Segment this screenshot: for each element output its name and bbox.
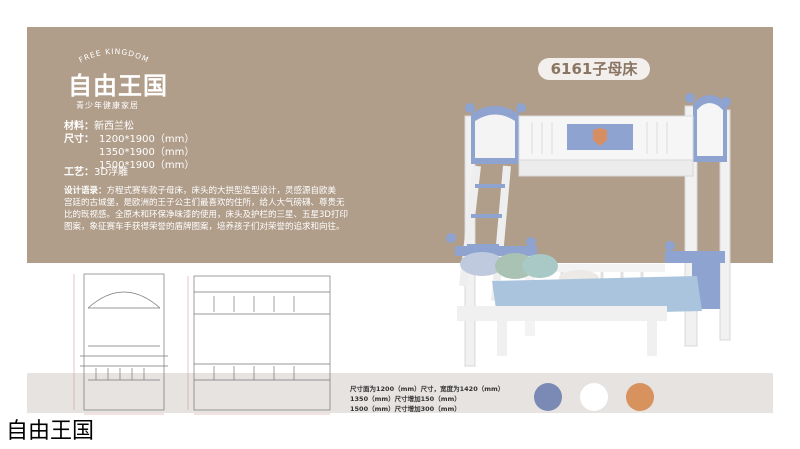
- color-swatch-orange: [626, 383, 654, 411]
- size-3: 1500*1900（mm）: [99, 160, 195, 171]
- craft-row: 工艺：3D浮雕: [64, 166, 128, 179]
- size-1: 1200*1900（mm）: [99, 134, 195, 145]
- page-caption: 自由王国: [6, 419, 95, 444]
- brand-logo: FREE KINGDOM 自由王国 青少年健康家居: [64, 44, 167, 114]
- bunk-bed-image: [446, 93, 731, 367]
- technical-drawings: [73, 273, 331, 415]
- design-line-2: 宫廷的古城堡，是欧洲的王子公主们最喜欢的住所，给人大气磅礴、尊贵无: [64, 198, 345, 208]
- brand-name: 自由王国: [68, 72, 168, 100]
- spec-note-1: 尺寸面为1200（mm）尺寸，宽度为1420（mm）: [350, 385, 505, 393]
- craft-value: 3D浮雕: [94, 167, 129, 178]
- spec-note-2: 1350（mm）尺寸增加150（mm）: [350, 395, 461, 403]
- size-2: 1350*1900（mm）: [99, 147, 195, 158]
- design-description: 设计语录：方程式赛车款子母床，床头的大拱型造型设计，灵感源自欧美 宫廷的古城堡，…: [64, 185, 364, 233]
- logo-arc-text: FREE KINGDOM: [77, 47, 150, 65]
- size-label: 尺寸：: [64, 134, 94, 145]
- design-line-3: 比的既视感。全原木和环保净味漆的使用，床头及护栏的三星、五星3D打印: [64, 210, 348, 220]
- color-swatch-blue: [534, 383, 562, 411]
- model-title: 6161子母床: [538, 58, 650, 80]
- craft-label: 工艺：: [64, 167, 94, 178]
- design-line-1: 方程式赛车款子母床，床头的大拱型造型设计，灵感源自欧美: [106, 186, 337, 196]
- spec-notes: 尺寸面为1200（mm）尺寸，宽度为1420（mm） 1350（mm）尺寸增加1…: [350, 384, 504, 414]
- spec-note-3: 1500（mm）尺寸增加300（mm）: [350, 405, 461, 413]
- material-value: 新西兰松: [94, 121, 134, 132]
- svg-text:FREE KINGDOM: FREE KINGDOM: [77, 47, 150, 65]
- brand-tagline: 青少年健康家居: [76, 101, 139, 110]
- material-row: 材料：新西兰松: [64, 120, 134, 133]
- color-swatch-white: [580, 383, 608, 411]
- material-label: 材料：: [64, 121, 94, 132]
- design-line-4: 图案，象征赛车手获得荣誉的盾牌图案，培养孩子们对荣誉的追求和向往。: [64, 222, 345, 232]
- design-label: 设计语录：: [64, 186, 107, 196]
